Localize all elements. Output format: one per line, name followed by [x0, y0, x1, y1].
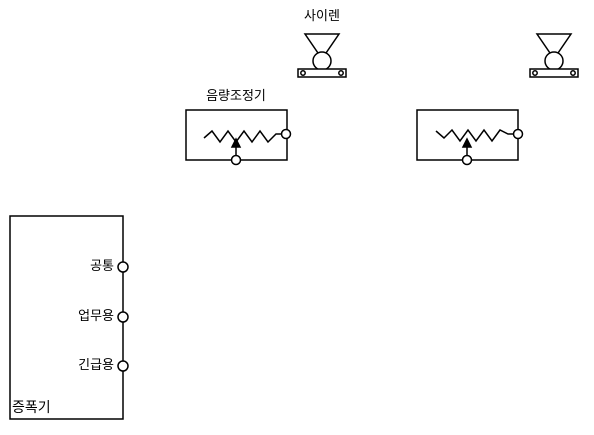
volume-control-label: 음량조정기	[206, 89, 266, 104]
siren-1-base-terminal-left	[300, 70, 306, 76]
siren-1-base	[297, 68, 347, 78]
volume-control-1-terminal-bottom	[230, 154, 242, 166]
siren-1-base-terminal-right	[338, 70, 344, 76]
siren-2-horn	[535, 33, 573, 54]
amplifier-terminal-label-business: 업무용	[78, 309, 114, 324]
volume-control-2-wiper-arrow	[461, 137, 473, 148]
volume-control-2-terminal-bottom	[461, 154, 473, 166]
siren-label: 사이렌	[304, 9, 340, 24]
volume-control-1-terminal-right	[280, 128, 292, 140]
volume-control-1-resistor	[203, 129, 282, 144]
siren-2-base-terminal-left	[532, 70, 538, 76]
amplifier-terminal-emergency	[117, 360, 129, 372]
siren-1	[297, 33, 347, 78]
siren-2-base-terminal-right	[570, 70, 576, 76]
volume-control-1-wiper-arrow	[230, 137, 242, 148]
amplifier-terminal-label-common: 공통	[90, 259, 114, 274]
amplifier-terminal-label-emergency: 긴급용	[78, 358, 114, 373]
siren-2-body	[544, 51, 564, 71]
siren-2-base	[529, 68, 579, 78]
siren-1-body	[312, 51, 332, 71]
siren-2	[529, 33, 579, 78]
amplifier-terminal-business	[117, 311, 129, 323]
volume-control-2	[416, 109, 524, 166]
siren-1-horn	[303, 33, 341, 54]
amplifier-title: 증폭기	[12, 400, 51, 416]
amplifier-terminal-common	[117, 261, 129, 273]
volume-control-1	[185, 109, 292, 166]
amplifier	[9, 215, 129, 420]
volume-control-2-terminal-right	[512, 128, 524, 140]
volume-control-2-resistor	[435, 128, 513, 143]
